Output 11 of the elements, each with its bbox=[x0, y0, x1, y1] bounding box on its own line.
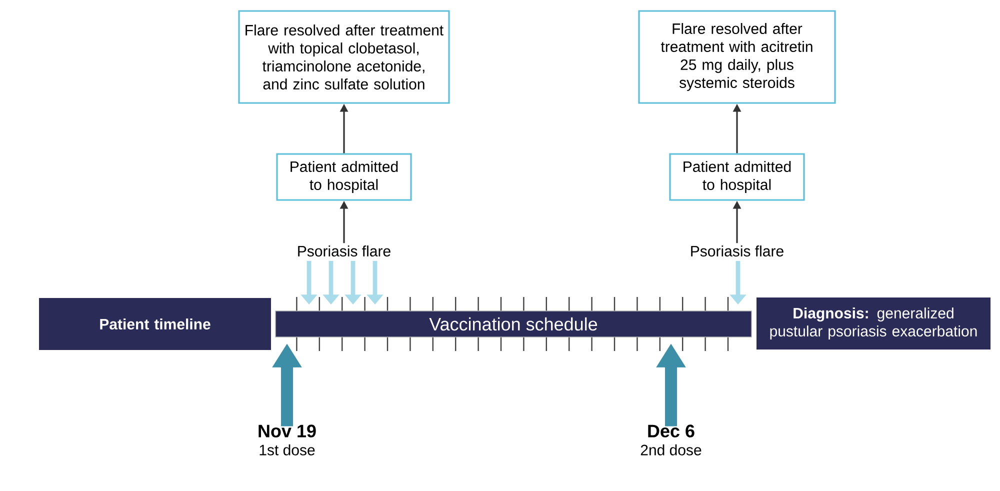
text-box: Patient admitted to hospital bbox=[276, 153, 412, 201]
text-box: Flare resolved after treatment with acitretin 25 mg daily, plus systemic steroids bbox=[638, 10, 836, 104]
date-label: Dec 6 2nd dose bbox=[640, 424, 702, 456]
text-box: Flare resolved after treatment with topical clobetasol, triamcinolone acetonide, and zinc sulfate solution bbox=[238, 10, 450, 104]
label-box: Diagnosis: generalized pustular psoriasis exacerbation bbox=[756, 298, 990, 350]
flare-label: Psoriasis flare bbox=[691, 246, 784, 256]
flare-label: Psoriasis flare bbox=[298, 246, 390, 256]
text-box: Patient admitted to hospital bbox=[669, 153, 805, 201]
label-box: Patient timeline bbox=[39, 298, 271, 350]
timeline-bar: Vaccination schedule bbox=[275, 310, 752, 338]
date-label: Nov 19 1st dose bbox=[258, 424, 316, 456]
